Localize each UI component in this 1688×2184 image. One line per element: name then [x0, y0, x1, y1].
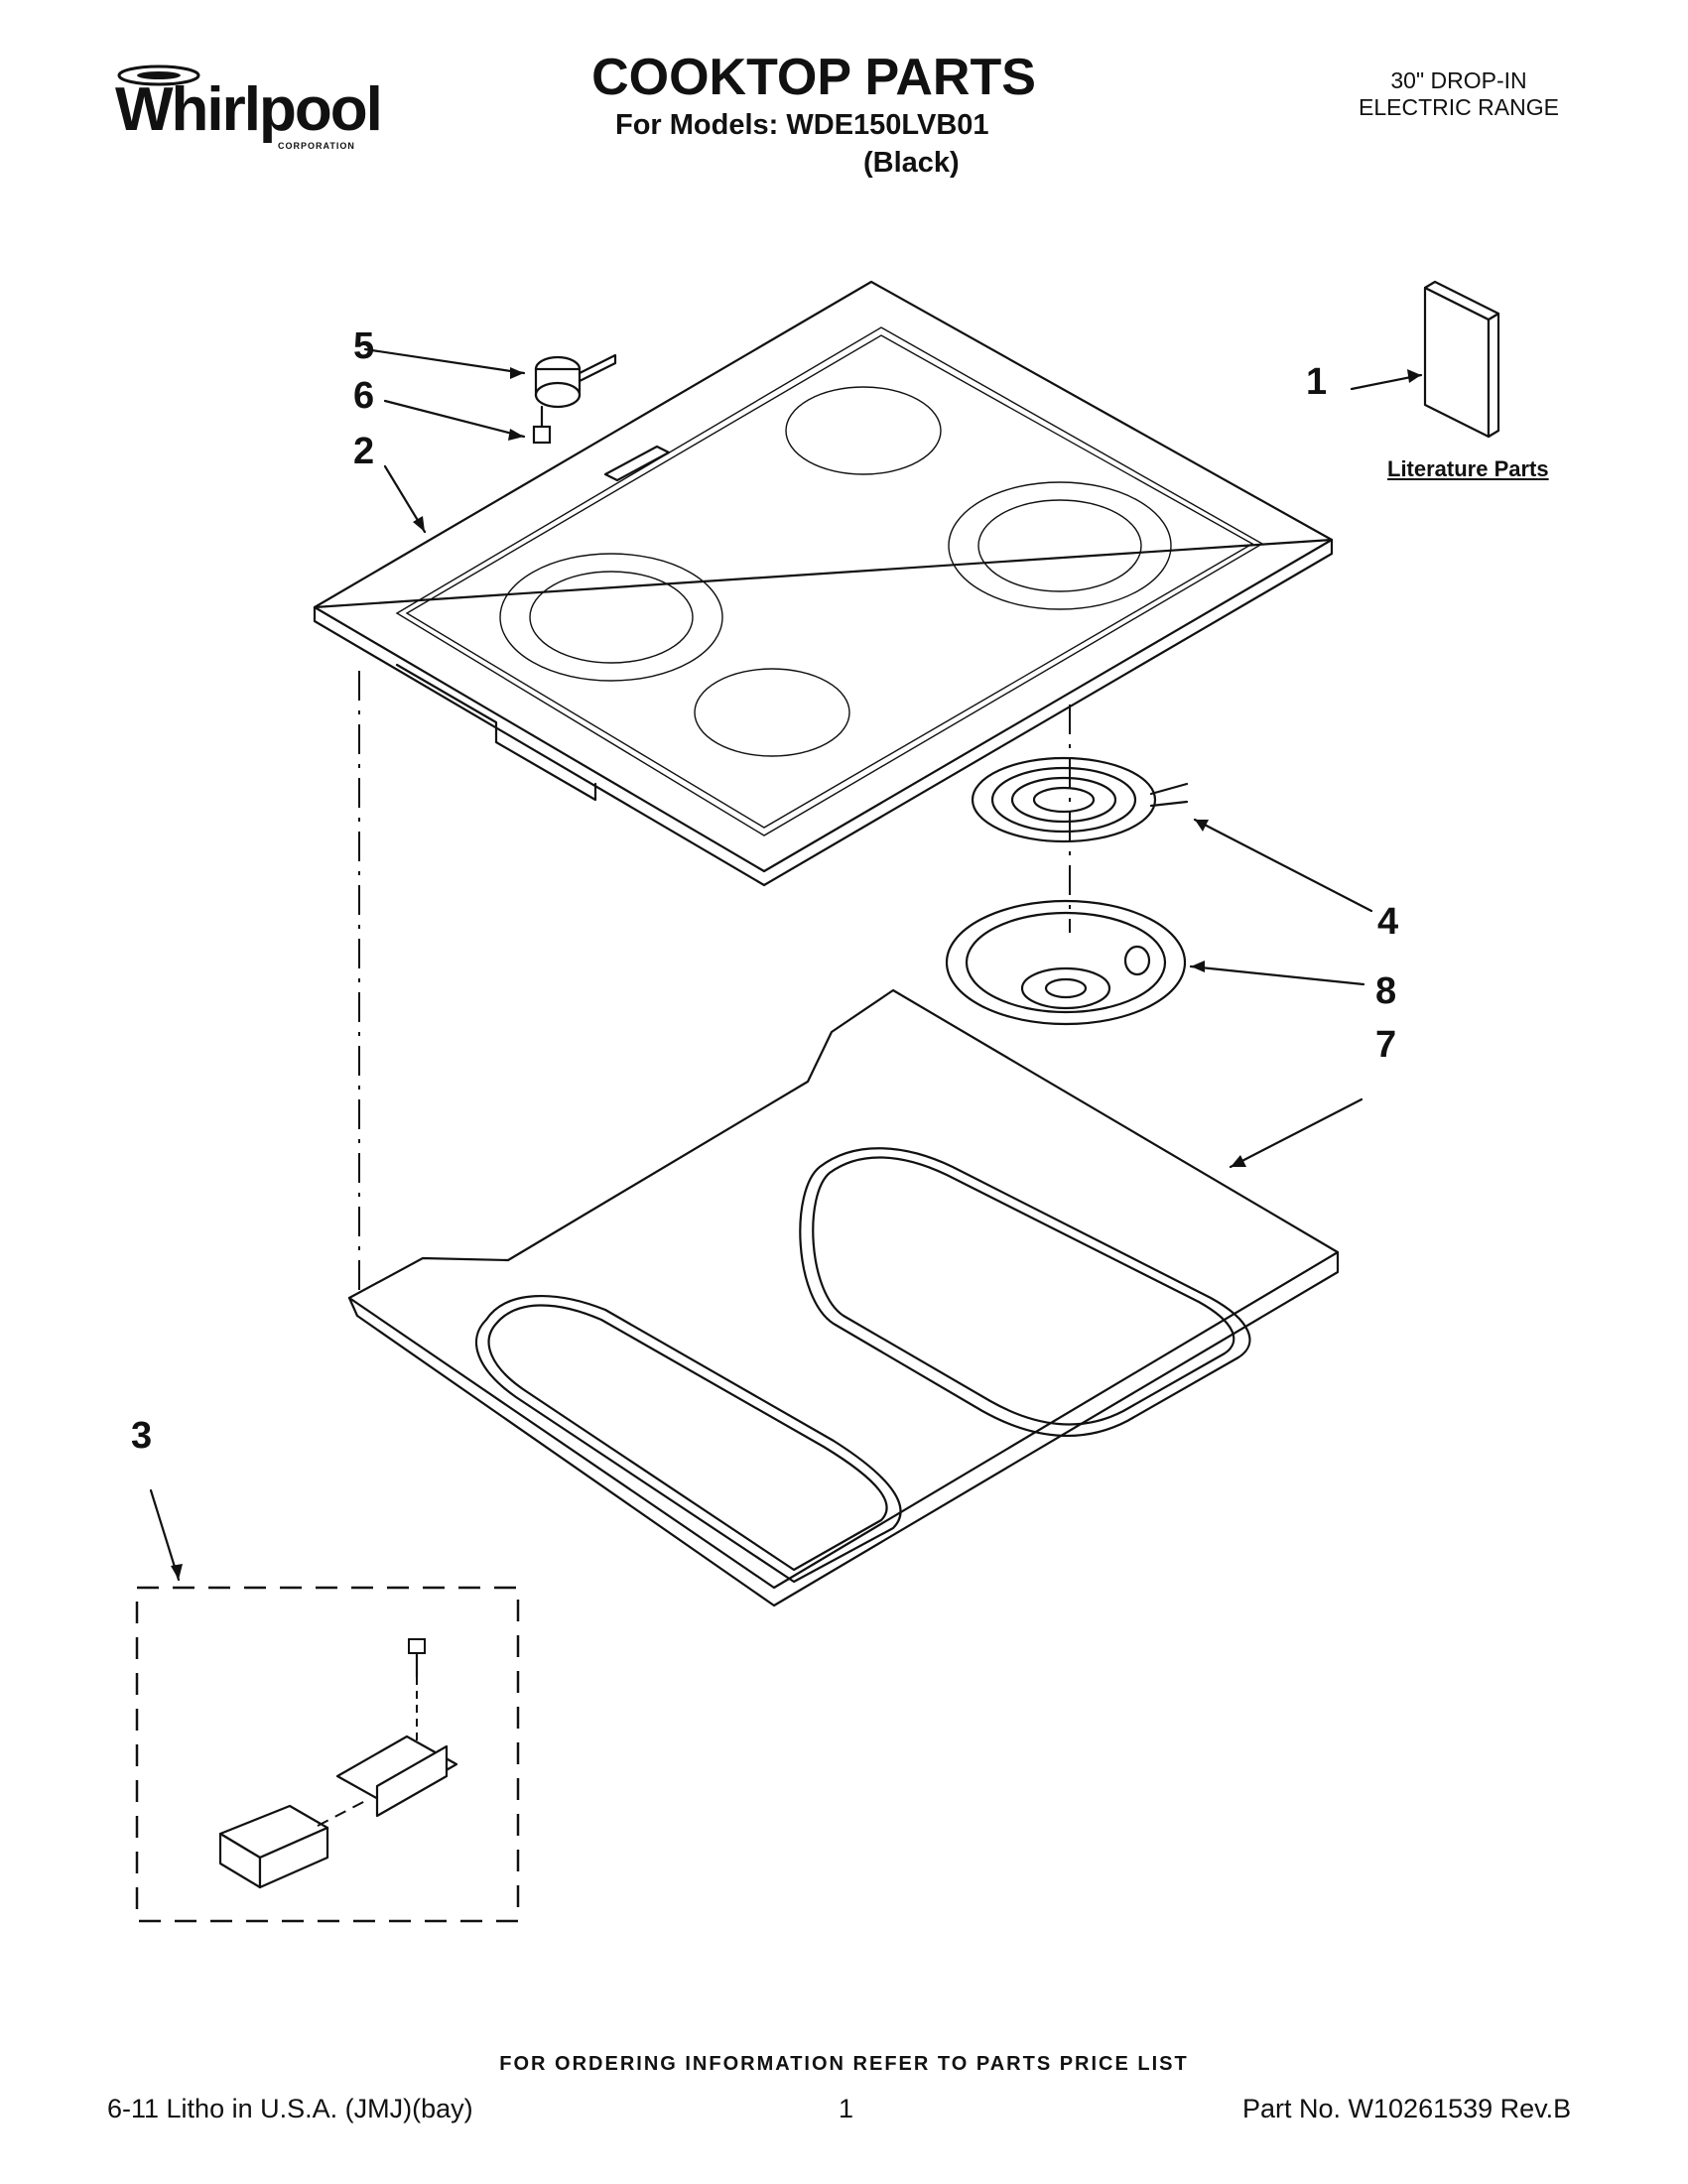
callout-7: 7: [1375, 1024, 1397, 1066]
literature-parts-label: Literature Parts: [1387, 456, 1549, 481]
litho-info: 6-11 Litho in U.S.A. (JMJ)(bay): [107, 2094, 473, 2123]
callout-leaders: [149, 347, 1423, 1582]
model-numbers: For Models: WDE150LVB01: [615, 109, 989, 141]
callout-8: 8: [1375, 970, 1397, 1012]
model-color: (Black): [863, 147, 960, 179]
callout-1: 1: [1306, 361, 1328, 403]
screw: [532, 405, 552, 445]
callout-6: 6: [353, 375, 375, 417]
burner-box: [347, 988, 1340, 1607]
ordering-info: FOR ORDERING INFORMATION REFER TO PARTS …: [499, 2053, 1189, 2075]
limiter-switch: [534, 353, 617, 409]
cooktop-top: [313, 280, 1334, 887]
terminal-kit-box: [135, 1586, 520, 1923]
literature-booklet: [1423, 280, 1500, 439]
callout-3: 3: [131, 1415, 153, 1457]
part-number: Part No. W10261539 Rev.B: [1242, 2094, 1572, 2123]
appliance-type-line1: 30" DROP-IN: [1390, 67, 1527, 93]
whirlpool-logo: Whirlpool CORPORATION: [107, 58, 385, 157]
logo-corporation: CORPORATION: [278, 141, 355, 151]
appliance-type-line2: ELECTRIC RANGE: [1359, 94, 1559, 120]
page-number: 1: [839, 2094, 854, 2123]
drip-bowl: [945, 899, 1187, 1026]
page-title: COOKTOP PARTS: [591, 49, 1036, 106]
callout-4: 4: [1377, 901, 1399, 943]
callout-2: 2: [353, 431, 375, 472]
logo-wordmark: Whirlpool: [115, 75, 383, 144]
callout-5: 5: [353, 325, 375, 367]
logo-swoosh-icon: [117, 64, 200, 86]
terminal-block-kit: [218, 1638, 458, 1889]
surface-element: [971, 756, 1189, 843]
